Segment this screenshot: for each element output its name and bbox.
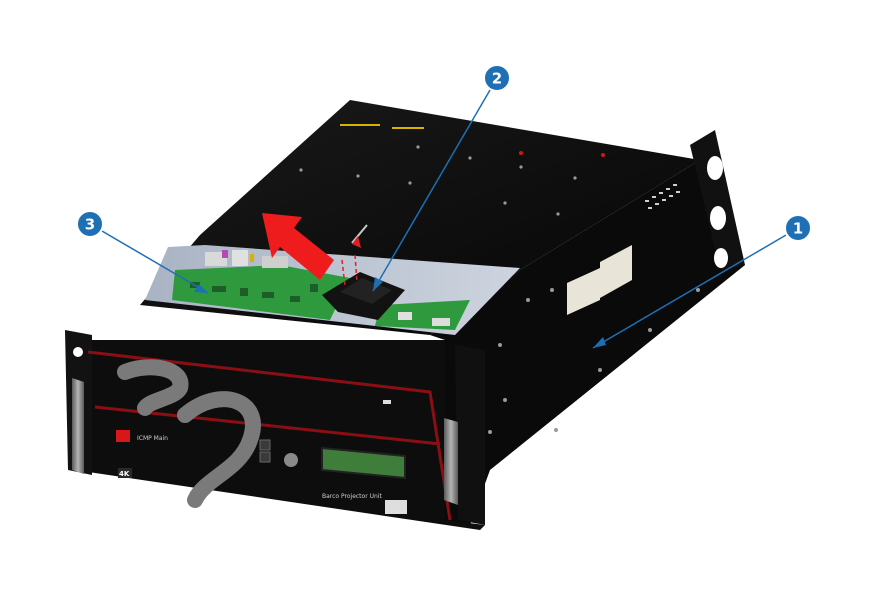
chassis-screws bbox=[299, 145, 700, 434]
format-logo-badge bbox=[118, 468, 132, 478]
vent-grille bbox=[645, 184, 680, 209]
removal-guide-line bbox=[341, 259, 346, 287]
removal-guide-line bbox=[354, 254, 358, 283]
numbered-circle-icon bbox=[483, 64, 511, 92]
front-trim-upper bbox=[87, 350, 452, 521]
board-connector bbox=[222, 250, 228, 258]
front-trim-middle bbox=[94, 405, 441, 446]
callout-label-2: 2 bbox=[492, 70, 502, 88]
board-connector bbox=[432, 318, 450, 326]
side-label-sticker bbox=[600, 245, 632, 298]
board-connector bbox=[398, 312, 412, 320]
numbered-circle-icon bbox=[76, 210, 104, 238]
callout-label-3: 3 bbox=[85, 216, 95, 234]
side-label-sticker bbox=[567, 268, 600, 315]
callout-leader-1 bbox=[592, 227, 799, 349]
callout-2: 2 bbox=[483, 64, 511, 92]
numbered-circle-icon bbox=[784, 214, 812, 242]
control-key bbox=[259, 451, 271, 463]
chassis-side-panel bbox=[430, 160, 745, 525]
main-circuit-board bbox=[172, 265, 350, 320]
front-release-tab bbox=[385, 500, 407, 514]
rack-hole bbox=[710, 206, 726, 230]
right-handle bbox=[444, 418, 458, 505]
lcd-display bbox=[321, 446, 406, 480]
arrow-up-left-icon bbox=[262, 213, 334, 280]
rear-marker bbox=[340, 124, 380, 126]
control-key bbox=[259, 439, 271, 451]
callout-1: 1 bbox=[784, 214, 812, 242]
board-connector bbox=[232, 250, 248, 266]
front-right-rack-ear bbox=[455, 345, 485, 525]
format-logo-text: 4K bbox=[119, 470, 130, 478]
callout-leaders bbox=[89, 77, 799, 349]
front-usb-port bbox=[383, 400, 391, 404]
control-knob bbox=[284, 453, 298, 467]
open-service-bay bbox=[145, 224, 520, 335]
rack-hole bbox=[707, 156, 723, 180]
rear-rack-ear bbox=[690, 130, 745, 270]
rear-marker bbox=[392, 127, 424, 129]
front-model-text: ICMP Main bbox=[137, 435, 168, 442]
callout-3: 3 bbox=[76, 210, 104, 238]
callout-arrowhead-2 bbox=[373, 277, 383, 291]
board-connector bbox=[262, 256, 288, 268]
front-bottom-text: Barco Projector Unit bbox=[322, 493, 382, 500]
front-panel-details: ICMP Main 4K Barco Projector Unit bbox=[87, 350, 452, 521]
small-red-pointer bbox=[352, 236, 361, 248]
callout-leader-2 bbox=[372, 77, 498, 292]
red-indicator bbox=[519, 151, 523, 155]
rack-hole bbox=[73, 347, 83, 357]
board-connector bbox=[205, 252, 227, 266]
board-connector bbox=[250, 254, 254, 262]
power-button bbox=[116, 430, 130, 442]
rack-hole bbox=[714, 248, 728, 268]
callout-arrowhead-3 bbox=[194, 284, 208, 293]
callout-arrowhead-1 bbox=[593, 337, 606, 348]
screwdriver bbox=[351, 224, 368, 244]
callout-label-1: 1 bbox=[793, 220, 803, 238]
red-indicator bbox=[601, 153, 605, 157]
left-handle bbox=[72, 378, 84, 474]
callout-leader-3 bbox=[89, 223, 209, 294]
front-logo-graphic bbox=[117, 359, 261, 508]
component-top-face bbox=[340, 278, 392, 304]
